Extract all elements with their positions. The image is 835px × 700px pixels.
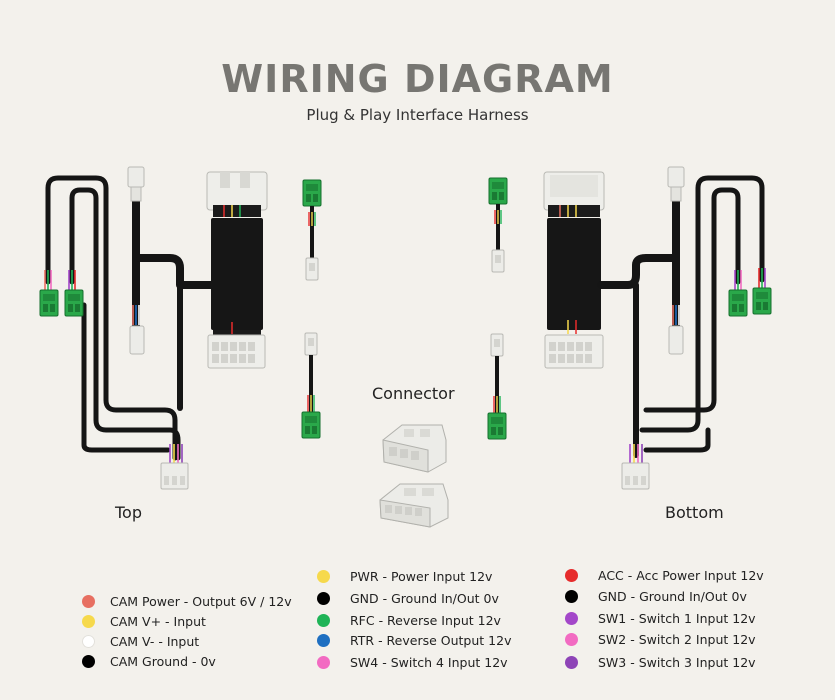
bottom-camera-plug (667, 166, 685, 355)
legend-item: RTR - Reverse Output 12v (317, 633, 511, 648)
legend-color-dot (565, 612, 578, 625)
legend-item: GND - Ground In/Out 0v (565, 589, 747, 604)
legend-text: CAM V+ - Input (110, 614, 206, 629)
legend-item: SW1 - Switch 1 Input 12v (565, 611, 756, 626)
legend-item: SW2 - Switch 2 Input 12v (565, 632, 756, 647)
bottom-adapter-lead-lower (487, 333, 507, 440)
top-loop-outer-cable (45, 175, 178, 461)
legend-text: SW4 - Switch 4 Input 12v (350, 655, 508, 670)
legend-text: RFC - Reverse Input 12v (350, 613, 501, 628)
bottom-adapter-lead-upper (488, 177, 508, 273)
legend-text: PWR - Power Input 12v (350, 569, 493, 584)
connector-small-plug (382, 424, 447, 473)
bottom-wire-tips (629, 268, 766, 464)
connector-large-plug (379, 483, 449, 528)
legend-color-dot (317, 614, 330, 627)
wiring-diagram-graphic (39, 166, 772, 528)
legend-color-dot (317, 592, 330, 605)
connector-illustration (379, 424, 449, 528)
bottom-bottom-connector (621, 462, 650, 490)
legend-text: SW2 - Switch 2 Input 12v (598, 632, 756, 647)
legend-item: SW4 - Switch 4 Input 12v (317, 655, 508, 670)
top-adapter-lead-lower (301, 332, 321, 439)
top-green-connector-1 (39, 289, 59, 317)
legend-color-dot (565, 590, 578, 603)
top-adapter-lead-upper (302, 179, 322, 281)
top-bottom-connector (160, 462, 189, 490)
diagram-subtitle: Plug & Play Interface Harness (306, 106, 529, 124)
top-camera-plug (127, 166, 145, 355)
legend-item: RFC - Reverse Input 12v (317, 613, 501, 628)
legend-item: CAM Ground - 0v (82, 654, 216, 669)
top-loop-lower-cable (81, 302, 171, 453)
legend-text: SW3 - Switch 3 Input 12v (598, 655, 756, 670)
legend-item: CAM Power - Output 6V / 12v (82, 594, 292, 609)
top-harness (45, 175, 216, 461)
bottom-green-connector-1 (728, 289, 748, 317)
legend-color-dot (317, 570, 330, 583)
top-green-connector-2 (64, 289, 84, 317)
legend-color-dot (82, 635, 95, 648)
legend-color-dot (82, 615, 95, 628)
legend-item: GND - Ground In/Out 0v (317, 591, 499, 606)
legend-color-dot (317, 656, 330, 669)
legend-color-dot (317, 634, 330, 647)
legend-item: SW3 - Switch 3 Input 12v (565, 655, 756, 670)
bottom-label: Bottom (665, 503, 724, 522)
legend-text: CAM V- - Input (110, 634, 200, 649)
legend-text: GND - Ground In/Out 0v (598, 589, 747, 604)
legend-color-dot (565, 656, 578, 669)
bottom-main-trunk (597, 254, 678, 289)
bottom-loop-outer-cable (639, 175, 765, 433)
bottom-loop-inner-cable (643, 187, 741, 413)
legend-text: SW1 - Switch 1 Input 12v (598, 611, 756, 626)
legend-color-dot (565, 633, 578, 646)
bottom-loop-lower-cable (643, 427, 711, 453)
legend-color-dot (82, 655, 95, 668)
legend-text: CAM Ground - 0v (110, 654, 216, 669)
bottom-green-connector-2 (752, 287, 772, 315)
legend-color-dot (565, 569, 578, 582)
legend-item: PWR - Power Input 12v (317, 569, 492, 584)
legend-text: RTR - Reverse Output 12v (350, 633, 512, 648)
bottom-interface-module (543, 171, 605, 369)
top-main-trunk (136, 254, 216, 289)
top-loop-inner-cable (69, 187, 181, 461)
top-interface-module (206, 171, 268, 369)
legend-item: ACC - Acc Power Input 12v (565, 568, 764, 583)
legend-text: ACC - Acc Power Input 12v (598, 568, 764, 583)
legend-item: CAM V+ - Input (82, 614, 206, 629)
connector-label: Connector (372, 384, 455, 403)
diagram-title: WIRING DIAGRAM (221, 57, 614, 101)
top-wire-tips (44, 270, 183, 464)
legend-text: CAM Power - Output 6V / 12v (110, 594, 292, 609)
legend-text: GND - Ground In/Out 0v (350, 591, 499, 606)
legend-color-dot (82, 595, 95, 608)
legend-item: CAM V- - Input (82, 634, 199, 649)
top-label: Top (115, 503, 142, 522)
